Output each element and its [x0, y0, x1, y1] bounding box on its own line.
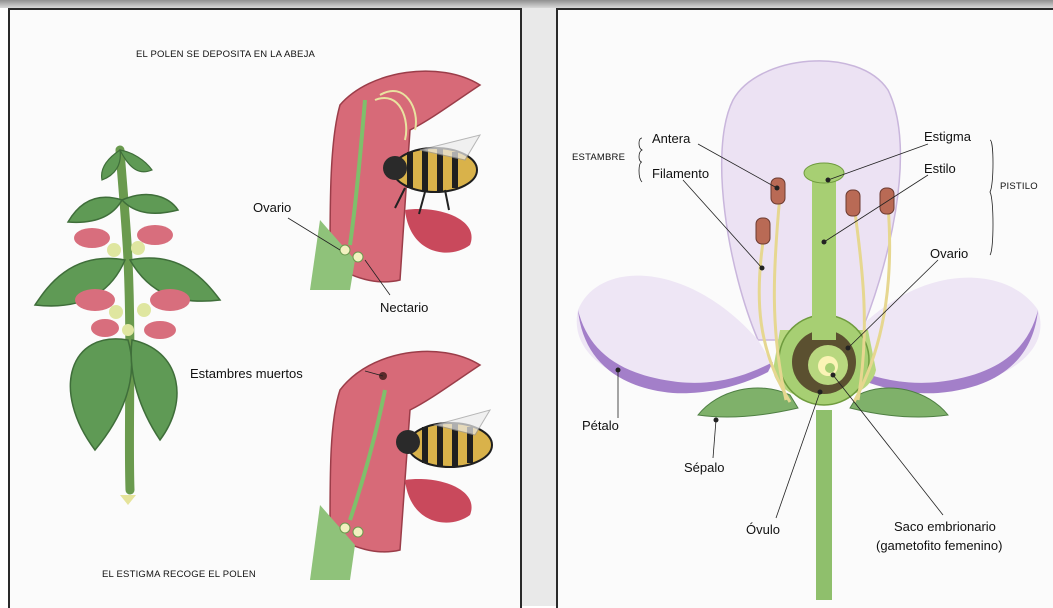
group-pistilo: PISTILO: [1000, 181, 1038, 192]
flower-anatomy-panel: ESTAMBRE Antera Filamento Estigma Estilo…: [556, 8, 1053, 608]
caption-bottom: EL ESTIGMA RECOGE EL POLEN: [102, 569, 256, 580]
label-estambres-muertos: Estambres muertos: [190, 366, 303, 381]
label-nectario: Nectario: [380, 300, 428, 315]
bee-bottom: [396, 410, 492, 467]
plant-illustration: [35, 150, 220, 505]
label-ovario-right: Ovario: [930, 246, 968, 261]
flower-anatomy-diagram: ESTAMBRE Antera Filamento Estigma Estilo…: [558, 10, 1053, 608]
label-gametofito-femenino: (gametofito femenino): [876, 538, 1002, 553]
label-ovario-left: Ovario: [253, 200, 291, 215]
bracket-pistilo: [990, 140, 993, 255]
label-saco-embrionario: Saco embrionario: [894, 519, 996, 534]
caption-top: EL POLEN SE DEPOSITA EN LA ABEJA: [136, 49, 316, 60]
label-antera: Antera: [652, 131, 691, 146]
panel-gap: [520, 8, 556, 606]
pollination-illustration-panel: EL POLEN SE DEPOSITA EN LA ABEJA Ovario …: [8, 8, 522, 608]
pollination-illustration: EL POLEN SE DEPOSITA EN LA ABEJA Ovario …: [10, 10, 520, 608]
label-ovulo: Óvulo: [746, 522, 780, 537]
bracket-estambre: [639, 138, 642, 182]
group-estambre: ESTAMBRE: [572, 152, 625, 163]
label-petalo: Pétalo: [582, 418, 619, 433]
window-top-shade: [0, 0, 1053, 8]
label-filamento: Filamento: [652, 166, 709, 181]
label-estilo: Estilo: [924, 161, 956, 176]
label-sepalo: Sépalo: [684, 460, 724, 475]
label-estigma: Estigma: [924, 129, 972, 144]
